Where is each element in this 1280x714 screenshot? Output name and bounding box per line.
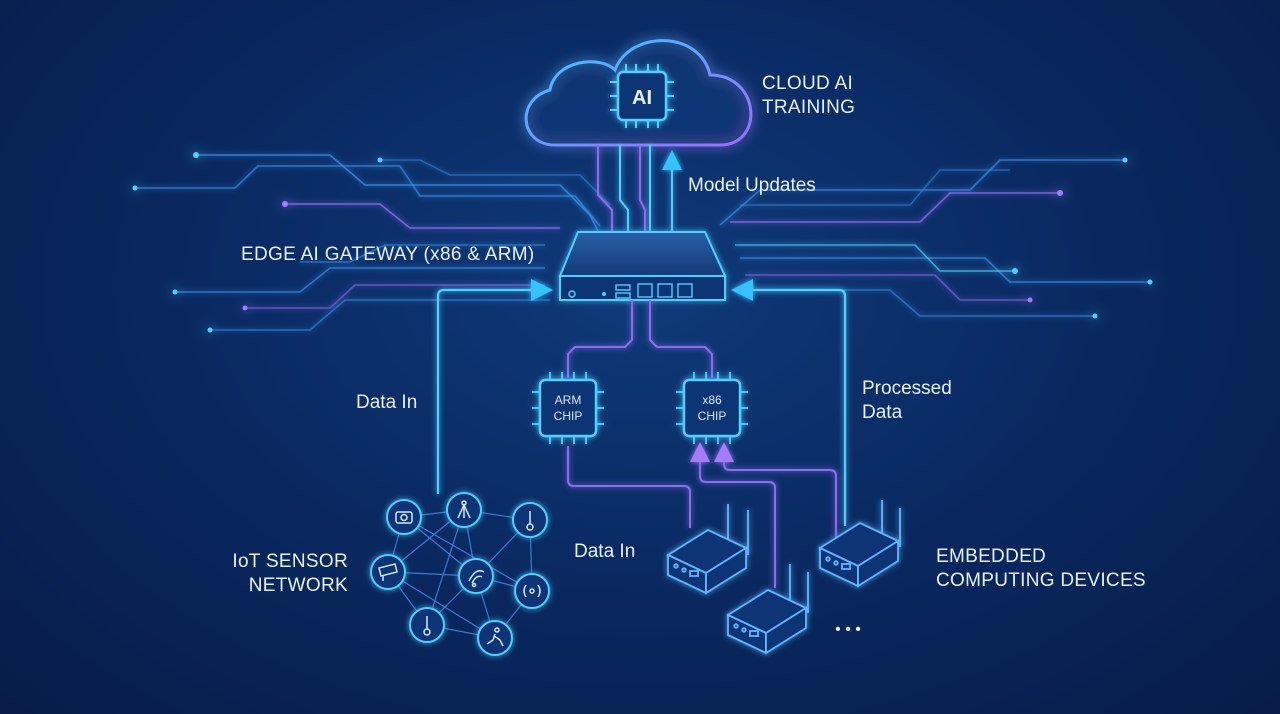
data-in-left-label: Data In bbox=[356, 392, 418, 413]
ai-badge-text: AI bbox=[632, 87, 652, 109]
circuit-dots-right bbox=[1012, 157, 1153, 319]
data-in-left-path bbox=[436, 279, 553, 494]
embedded-device-3 bbox=[818, 500, 901, 588]
signal-icon bbox=[514, 573, 550, 609]
cloud-gateway-links bbox=[597, 145, 682, 232]
sensor-title-line1: IoT SENSOR bbox=[232, 551, 348, 572]
processed-data-path bbox=[731, 279, 847, 526]
iot-sensor-network bbox=[370, 492, 550, 656]
circuit-traces-left bbox=[135, 154, 611, 331]
edge-gateway-device bbox=[558, 231, 727, 301]
camera-icon bbox=[386, 499, 422, 535]
runner-icon bbox=[477, 620, 513, 656]
x86-chip: x86 CHIP bbox=[676, 372, 748, 444]
arm-chip-label-2: CHIP bbox=[554, 409, 583, 423]
cloud-title-line1: CLOUD AI bbox=[762, 73, 854, 94]
more-devices-ellipsis: • • • bbox=[835, 621, 861, 638]
devices-title-line2: COMPUTING DEVICES bbox=[936, 570, 1146, 591]
processed-data-label-2: Data bbox=[862, 402, 903, 423]
data-in-bottom-label: Data In bbox=[574, 541, 636, 562]
processed-data-label-1: Processed bbox=[862, 378, 952, 399]
cctv-icon bbox=[370, 554, 406, 590]
ai-chip-icon: AI bbox=[610, 64, 674, 128]
arm-chip-label-1: ARM bbox=[555, 393, 582, 407]
cloud-title-line2: TRAINING bbox=[762, 97, 856, 118]
wifi-icon bbox=[458, 558, 494, 594]
gateway-chip-links bbox=[567, 300, 713, 378]
sensor-title-line2: NETWORK bbox=[248, 575, 348, 596]
circuit-dots-left bbox=[132, 152, 383, 333]
devices-title-line1: EMBEDDED bbox=[936, 546, 1047, 567]
chip-device-links bbox=[567, 442, 837, 588]
model-updates-label: Model Updates bbox=[688, 175, 816, 196]
embedded-device-2 bbox=[726, 564, 809, 655]
x86-chip-label-1: x86 bbox=[702, 393, 722, 407]
embedded-device-1 bbox=[666, 504, 749, 595]
x86-chip-label-2: CHIP bbox=[698, 409, 727, 423]
gateway-title: EDGE AI GATEWAY (x86 & ARM) bbox=[241, 244, 535, 265]
arm-chip: ARM CHIP bbox=[532, 372, 604, 444]
